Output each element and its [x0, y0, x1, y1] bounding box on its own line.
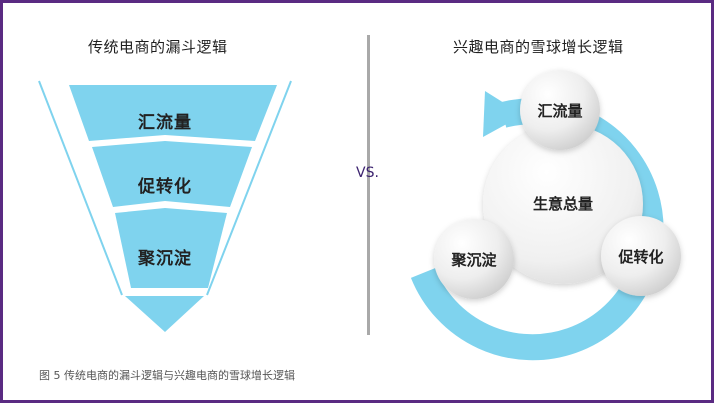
node-sphere-right	[601, 216, 681, 296]
funnel-tip	[125, 296, 204, 332]
vertical-divider	[367, 35, 370, 335]
funnel-label-2: 促转化	[138, 177, 192, 197]
node-label-left: 聚沉淀	[451, 251, 497, 269]
cycle-arrowhead	[483, 91, 523, 137]
node-sphere-top	[520, 70, 600, 150]
funnel-label-3: 聚沉淀	[138, 249, 192, 269]
node-sphere-left	[434, 219, 514, 299]
diagram-graphics	[38, 70, 681, 361]
node-label-right: 促转化	[618, 248, 664, 266]
snowball-title: 兴趣电商的雪球增长逻辑	[453, 38, 624, 56]
funnel-label-1: 汇流量	[138, 113, 192, 133]
funnel-title: 传统电商的漏斗逻辑	[88, 38, 228, 56]
funnel-stage-2	[92, 141, 252, 207]
figure-caption: 图 5 传统电商的漏斗逻辑与兴趣电商的雪球增长逻辑	[39, 369, 295, 382]
center-label: 生意总量	[532, 195, 593, 213]
vs-label: VS.	[356, 165, 379, 181]
funnel-stage-3	[115, 208, 227, 288]
funnel-outline	[38, 80, 292, 296]
funnel-stage-1	[69, 85, 277, 141]
node-label-top: 汇流量	[537, 102, 583, 120]
